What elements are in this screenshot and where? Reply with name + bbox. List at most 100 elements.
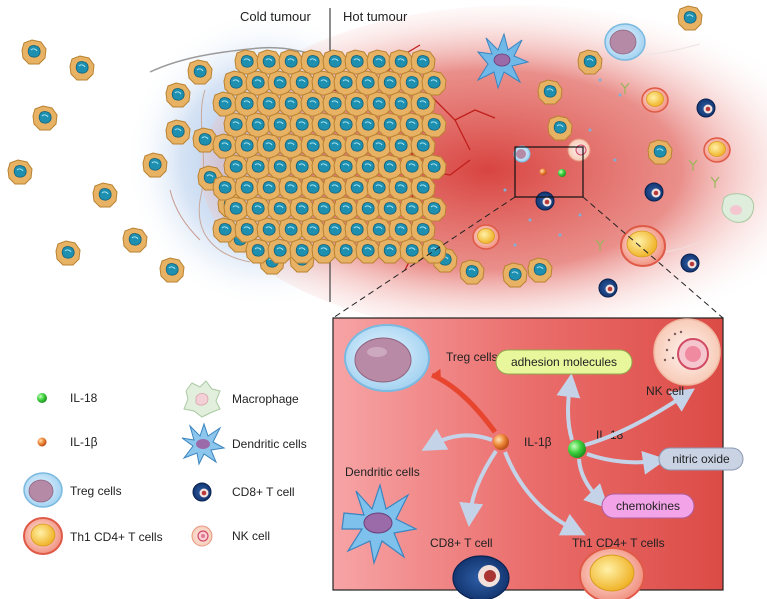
fibre (149, 46, 321, 73)
tumour-cell (267, 238, 293, 264)
tumour-cell (256, 175, 282, 201)
top-panel: Cold tumour Hot tumour (7, 5, 767, 335)
tumour-cell (537, 79, 563, 105)
tumour-cell (212, 91, 238, 117)
tumour-cell (355, 112, 381, 138)
tumour-cell (410, 217, 436, 243)
tumour-cell (311, 154, 337, 180)
tumour-cell (267, 154, 293, 180)
tumour-cell (122, 227, 148, 253)
tumour-cell (410, 91, 436, 117)
th1-cell-top (641, 87, 669, 113)
tumour-cell (289, 196, 315, 222)
legend-item-nk: NK cell (191, 525, 270, 547)
tumour-cell (344, 49, 370, 75)
tumour-cell (187, 59, 213, 85)
tumour-cell (300, 175, 326, 201)
tumour-cell (421, 112, 447, 138)
legend-label: Macrophage (232, 392, 299, 406)
tumour-cell (245, 238, 271, 264)
zoom-box (514, 146, 584, 198)
tumour-cell (55, 240, 81, 266)
th1-cell-top (472, 224, 500, 250)
tumour-cell (92, 182, 118, 208)
tumour-cell (322, 175, 348, 201)
tumour-cell (142, 152, 168, 178)
cd8-cell-top (680, 253, 700, 273)
tumour-cell (333, 112, 359, 138)
tumour-cell (333, 154, 359, 180)
tumour-cell (32, 105, 58, 131)
inset-dendritic-cell (341, 482, 418, 566)
tumour-cell (289, 112, 315, 138)
legend-label: NK cell (232, 529, 270, 543)
tumour-cell (322, 91, 348, 117)
legend-item-il18: IL-18 (37, 391, 98, 405)
cd8-cell-top (696, 98, 716, 118)
nk-cell-top (567, 138, 591, 162)
nk-icon (191, 525, 213, 547)
tumour-cell (377, 154, 403, 180)
tumour-cell (267, 196, 293, 222)
tumour-cell (399, 112, 425, 138)
tumour-cell (388, 91, 414, 117)
tumour-cell (21, 39, 47, 65)
dendritic-icon (181, 422, 226, 466)
tumour-cell (278, 49, 304, 75)
il1b-label: IL-1β (524, 435, 552, 449)
tumour-cell (366, 91, 392, 117)
tumour-cell (223, 154, 249, 180)
tumour-cell (234, 175, 260, 201)
tumour-cell (278, 91, 304, 117)
cold-tumour-label: Cold tumour (240, 9, 311, 24)
tumour-cell (311, 112, 337, 138)
arrow-head (432, 368, 441, 380)
tumour-cell (223, 70, 249, 96)
inset-nk-label: NK cell (646, 384, 684, 398)
tumour-cell (278, 175, 304, 201)
cd8-cell-top (535, 191, 555, 211)
tumour-cell (300, 133, 326, 159)
tumour-cell (223, 196, 249, 222)
tumour-cell (355, 154, 381, 180)
legend-item-treg: Treg cells (23, 472, 122, 508)
tumour-cell (388, 49, 414, 75)
macrophage-top (721, 193, 755, 223)
tumour-cell (311, 238, 337, 264)
tumour-cell (256, 217, 282, 243)
nitric-label: nitric oxide (672, 452, 730, 466)
il1b-icon (37, 437, 47, 447)
inset-nk-cell (653, 318, 721, 386)
tumour-cell (333, 70, 359, 96)
legend-label: Dendritic cells (232, 437, 307, 451)
tumour-cell (69, 55, 95, 81)
inset-th1-cell (579, 547, 645, 599)
arrow-to-nitric (586, 450, 667, 475)
inset-arrows (421, 373, 695, 536)
tumour-cell (421, 154, 447, 180)
th1-cell-top (703, 137, 731, 163)
tumour-cell (421, 196, 447, 222)
tumour-cell (410, 175, 436, 201)
tumour-cell (366, 175, 392, 201)
tumour-cell (388, 175, 414, 201)
dendritic-cell-top (476, 32, 530, 90)
tumour-cell (311, 70, 337, 96)
hot-tumour-label: Hot tumour (343, 9, 408, 24)
tumour-cell (377, 70, 403, 96)
tumour-cell (377, 238, 403, 264)
tumour-cell (502, 262, 528, 288)
tumour-cell (388, 133, 414, 159)
tumour-cell (677, 5, 703, 31)
tumour-cell (421, 70, 447, 96)
arrow-to-adhesion (556, 373, 581, 441)
il1b-dot (539, 168, 547, 176)
tumour-cell (7, 159, 33, 185)
cytokine-specks (503, 78, 622, 247)
inset-th1-label: Th1 CD4+ T cells (572, 536, 665, 550)
tumour-cell (333, 196, 359, 222)
tumour-cell (344, 91, 370, 117)
legend-item-dendritic: Dendritic cells (181, 422, 307, 466)
tumour-cell (355, 196, 381, 222)
